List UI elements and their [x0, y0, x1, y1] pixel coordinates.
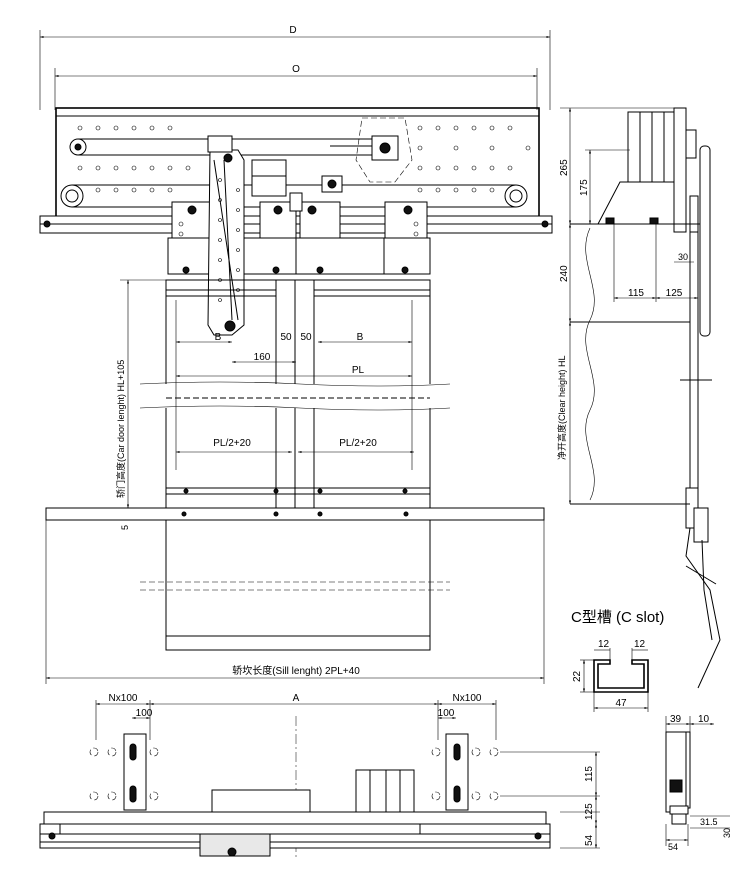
car-door-height-dimension: 轿门高度(Car door lenght) HL+105 5 — [115, 279, 168, 530]
dimension-O: O — [54, 64, 538, 110]
dim-O-label: O — [292, 64, 300, 75]
dim-31-5: 31.5 — [700, 817, 718, 827]
dimension-D: D — [39, 25, 551, 110]
c-slot-detail: C型槽 (C slot) 12 12 22 47 — [571, 609, 664, 712]
dim-5: 5 — [120, 525, 130, 530]
front-view: D O — [39, 25, 553, 684]
c-slot-dim-22: 22 — [572, 670, 583, 682]
dim-clear-height: 净开高度(Clear height) HL — [556, 355, 567, 460]
dim-10: 10 — [698, 714, 710, 725]
dim-125-top: 125 — [584, 803, 595, 820]
small-side-detail: 39 10 31.5 30 54 — [665, 714, 732, 852]
dim-50-left: 50 — [280, 332, 292, 343]
dim-car-door-height: 轿门高度(Car door lenght) HL+105 — [115, 360, 126, 498]
dim-240: 240 — [559, 265, 570, 282]
dim-100-right: 100 — [438, 708, 455, 719]
dim-PL-half-left: PL/2+20 — [213, 438, 251, 449]
dim-115-top: 115 — [584, 766, 595, 782]
dim-D-label: D — [289, 25, 296, 36]
door-vane-linkage — [207, 135, 287, 336]
dim-125-side: 125 — [666, 288, 683, 299]
dim-A: A — [293, 693, 300, 704]
dim-160: 160 — [254, 352, 271, 363]
dim-nx100-left: Nx100 — [109, 693, 138, 704]
dim-30-small: 30 — [722, 828, 732, 838]
dim-30-side: 30 — [678, 252, 688, 262]
dim-B-right: B — [357, 332, 364, 343]
car-sill: 轿坎长度(Sill lenght) 2PL+40 — [45, 507, 545, 684]
dim-39: 39 — [670, 714, 682, 725]
inner-dimensions: B B 160 50 50 PL PL/2+20 PL/2+20 — [175, 300, 414, 470]
dim-100-left: 100 — [136, 708, 153, 719]
sill-length-label: 轿坎长度(Sill lenght) 2PL+40 — [232, 664, 360, 677]
dim-175: 175 — [579, 179, 590, 196]
dim-PL: PL — [352, 365, 365, 376]
c-slot-dim-12b: 12 — [634, 639, 646, 650]
dim-265: 265 — [559, 159, 570, 176]
dim-B-left: B — [215, 332, 222, 343]
door-panels — [139, 279, 451, 509]
top-view: Nx100 100 A Nx100 100 — [39, 693, 600, 860]
c-slot-dim-12a: 12 — [598, 639, 610, 650]
c-slot-title: C型槽 (C slot) — [571, 609, 664, 626]
dim-50-right: 50 — [300, 332, 312, 343]
dim-115-side: 115 — [628, 288, 644, 299]
dim-54-top: 54 — [584, 834, 595, 846]
dim-PL-half-right: PL/2+20 — [339, 438, 377, 449]
side-view: 265 175 240 净开高度(Clear height) HL 115 12… — [556, 107, 721, 689]
dim-nx100-right: Nx100 — [453, 693, 482, 704]
c-slot-dim-47: 47 — [615, 698, 627, 709]
dim-54-small: 54 — [668, 842, 678, 852]
